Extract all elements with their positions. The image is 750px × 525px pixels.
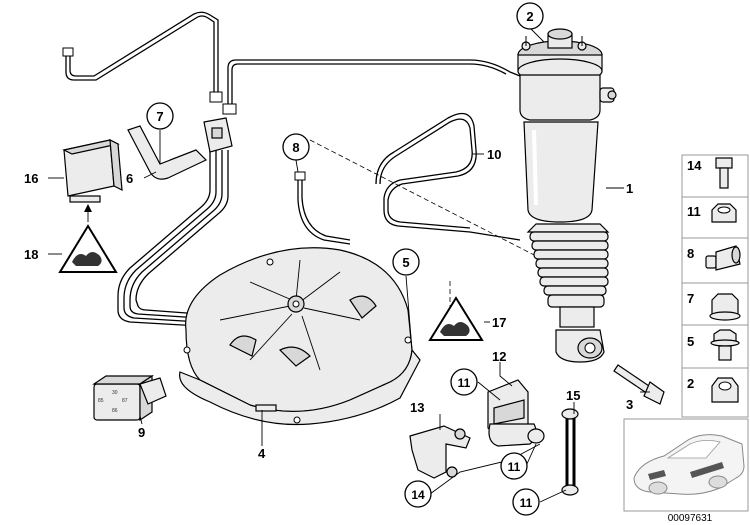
reference-line: [309, 139, 541, 259]
callout-12: 12: [492, 349, 506, 364]
legend-label-14: 14: [687, 158, 702, 173]
bellows: [526, 223, 610, 308]
callout-15: 15: [566, 388, 580, 403]
callout-6: 6: [126, 171, 133, 186]
legend-label-7: 7: [687, 291, 694, 306]
arrow-head: [84, 204, 92, 212]
callout-7-circle: [146, 102, 174, 130]
bolt: [613, 364, 665, 405]
sensor-bracket: [409, 425, 471, 479]
relay-pin-85: 85: [98, 398, 104, 404]
screw-icon: [715, 157, 733, 189]
callout-13: 13: [410, 400, 424, 415]
collar-nut-icon: [709, 293, 741, 321]
callout-11b-circle: [500, 452, 528, 480]
callout-5-circle: [392, 248, 420, 276]
relay-pin-86: 86: [112, 408, 118, 414]
callout-18: 18: [24, 247, 38, 262]
callout-11a: 11: [458, 376, 471, 390]
leader-lines: [48, 27, 650, 503]
callout-11a-circle: [450, 368, 478, 396]
vehicle-thumbnail: [623, 418, 749, 512]
callout-5: 5: [402, 255, 409, 270]
hex-nut-icon: [711, 377, 739, 403]
legend-frame: [681, 154, 749, 418]
thumbnail-frame: [623, 418, 749, 512]
warning-label-17: [428, 296, 484, 341]
nut-icon: [711, 203, 737, 223]
callout-2: 2: [526, 9, 533, 24]
holder-bracket: [127, 125, 208, 180]
callout-9: 9: [138, 425, 145, 440]
legend-label-2: 2: [687, 376, 694, 391]
callout-14: 14: [411, 488, 425, 502]
callout-1: 1: [626, 181, 633, 196]
callout-16: 16: [24, 171, 38, 186]
compressor-cover: [178, 247, 421, 426]
callout-10: 10: [487, 147, 501, 162]
coupling-rod: [561, 408, 579, 496]
legend-label-5: 5: [687, 334, 694, 349]
legend-label-11: 11: [687, 204, 701, 219]
callout-17: 17: [492, 315, 506, 330]
reference-number: 00097631: [668, 513, 713, 524]
callout-14-circle: [404, 480, 432, 508]
flange-bolt-icon: [710, 329, 740, 361]
callout-4: 4: [258, 446, 266, 461]
relay-pin-87: 87: [122, 398, 128, 404]
relay: 30 87 85 86: [92, 374, 167, 422]
callout-7: 7: [156, 109, 163, 124]
callouts: 2 1 3 4 5 6 7 8 9 10 11 11 11 12 13 14 1…: [24, 2, 633, 516]
line-connector: [203, 117, 233, 153]
callout-8: 8: [292, 140, 299, 155]
legend-label-8: 8: [687, 246, 694, 261]
fitting-icon: [705, 245, 741, 271]
hardware-legend: 14 11 8 7 5 2: [681, 154, 749, 418]
callout-8-circle: [282, 133, 310, 161]
air-strut: [517, 28, 617, 363]
callout-11c-circle: [512, 488, 540, 516]
callout-2-circle: [516, 2, 544, 30]
callout-11c: 11: [520, 496, 533, 510]
height-sensor: [487, 379, 545, 447]
warning-label-18: [58, 224, 118, 273]
air-lines: [62, 11, 531, 327]
callout-11b: 11: [508, 460, 521, 474]
control-unit: [62, 138, 123, 203]
callout-3: 3: [626, 397, 633, 412]
relay-pin-30: 30: [112, 390, 118, 396]
